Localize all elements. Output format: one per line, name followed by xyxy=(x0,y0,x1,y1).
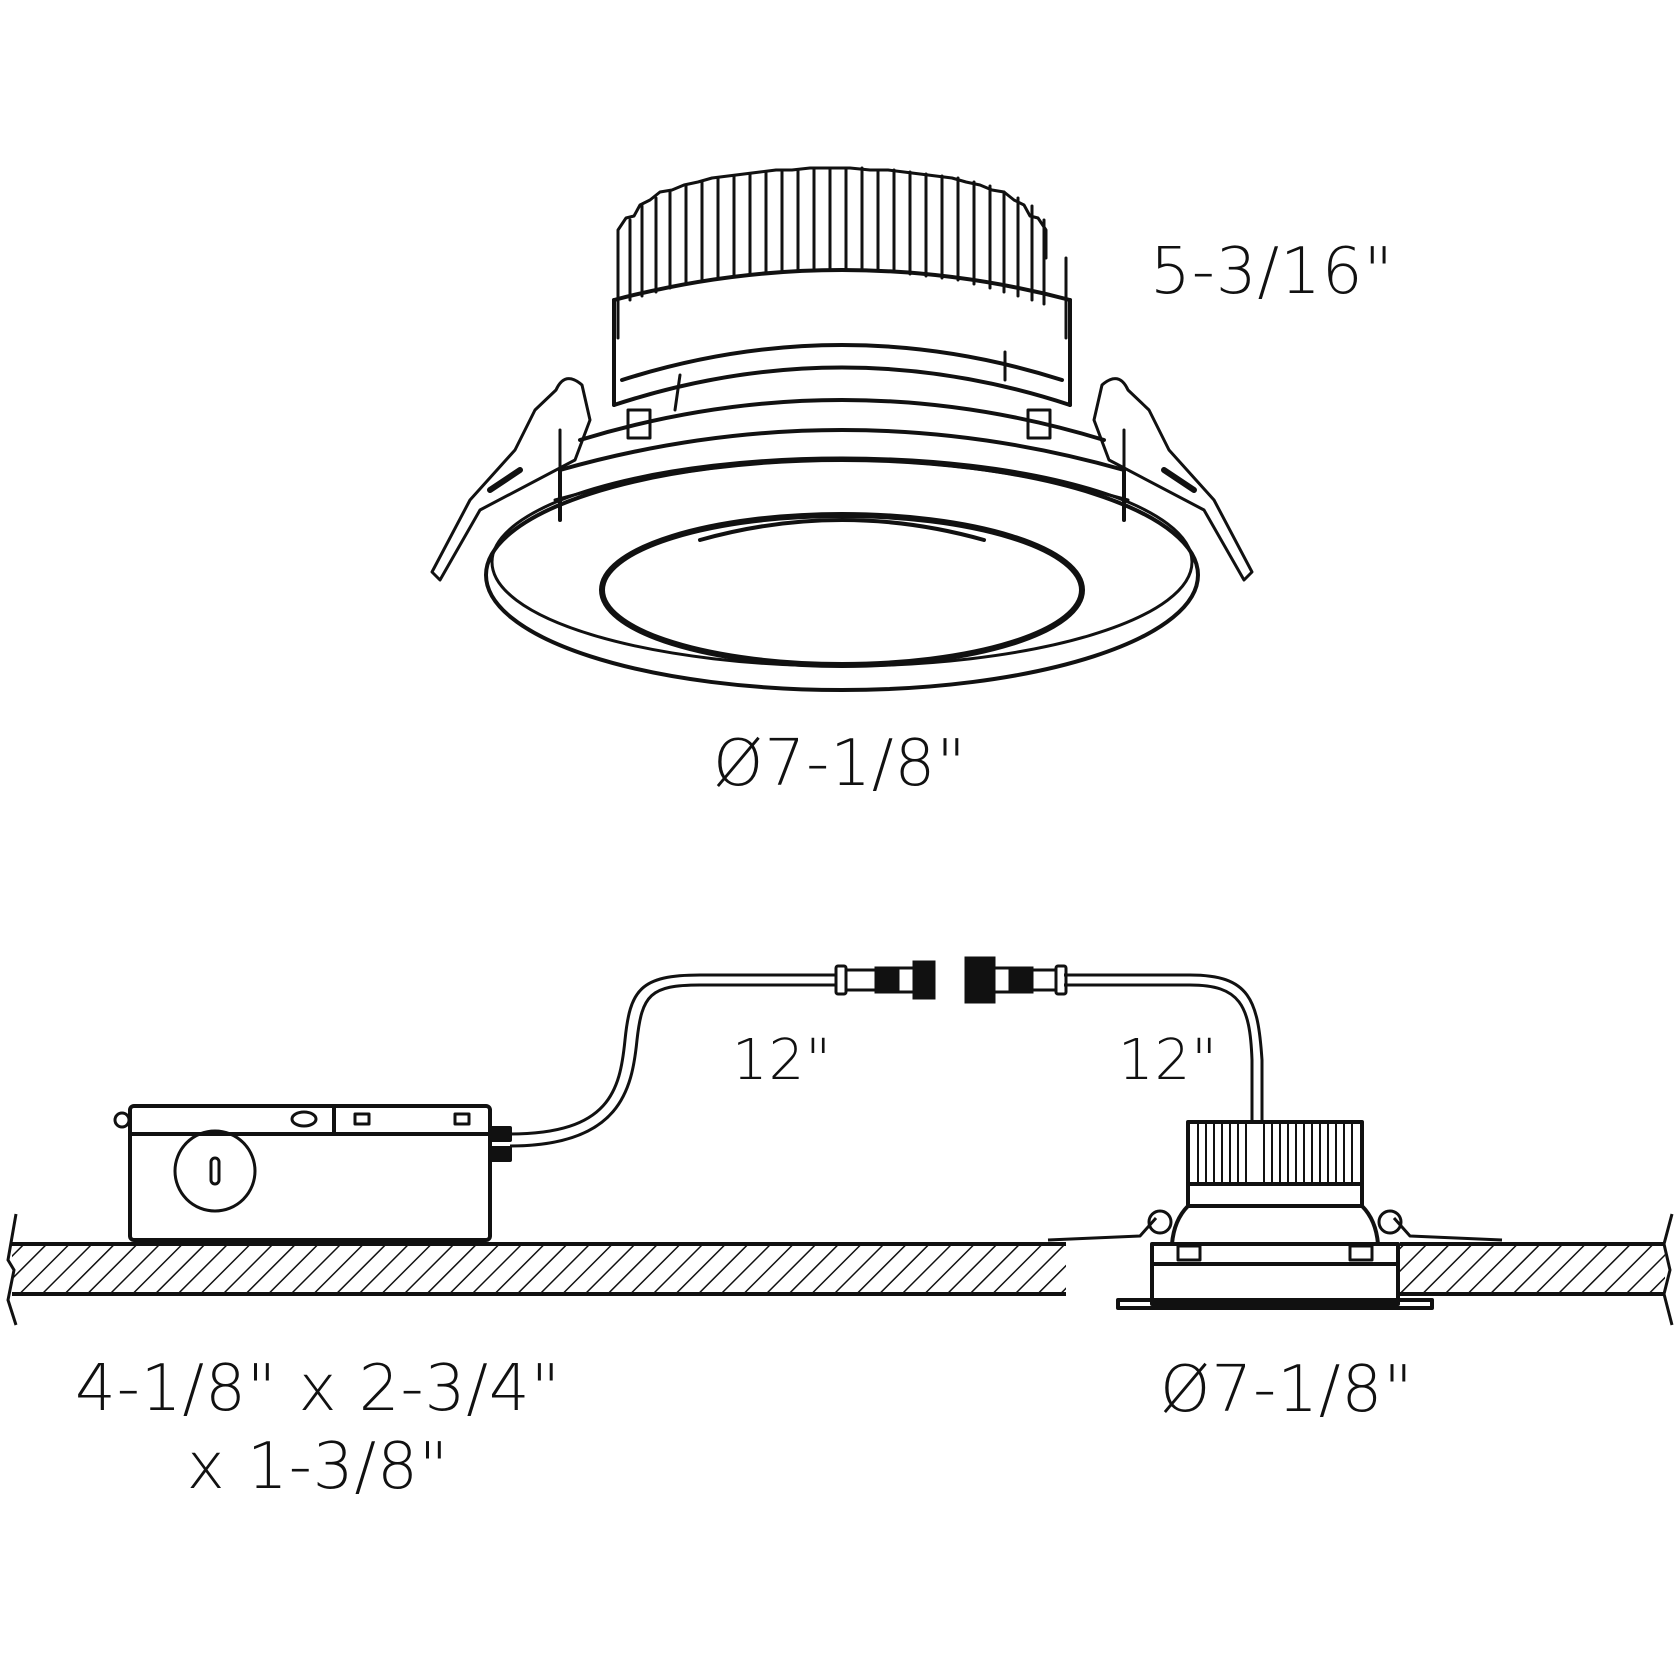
fixture-installed xyxy=(1047,1120,1503,1310)
cable-right xyxy=(1064,973,1264,1124)
driver-dimension-label: 4-1/8" x 2-3/4" x 1-3/8" xyxy=(58,1350,578,1506)
installed-diameter-label: Ø7-1/8" xyxy=(1160,1353,1414,1427)
connector-male-icon xyxy=(834,960,936,1000)
cable-left xyxy=(509,973,836,1148)
driver-box xyxy=(113,1104,512,1242)
heatsink-fins-icon xyxy=(616,166,1068,340)
top-diameter-label: Ø7-1/8" xyxy=(713,727,967,801)
cable-right-length-label: 12" xyxy=(1118,1028,1219,1093)
fixture-isometric xyxy=(430,166,1254,692)
cable-left-length-label: 12" xyxy=(732,1028,833,1093)
height-dimension-label: 5-3/16" xyxy=(1150,235,1394,309)
ceiling-section xyxy=(6,1213,1674,1326)
driver-dimension-line1: 4-1/8" x 2-3/4" xyxy=(74,1352,562,1426)
connector-female-icon xyxy=(964,956,1068,1004)
driver-dimension-line2: x 1-3/8" xyxy=(186,1430,450,1505)
